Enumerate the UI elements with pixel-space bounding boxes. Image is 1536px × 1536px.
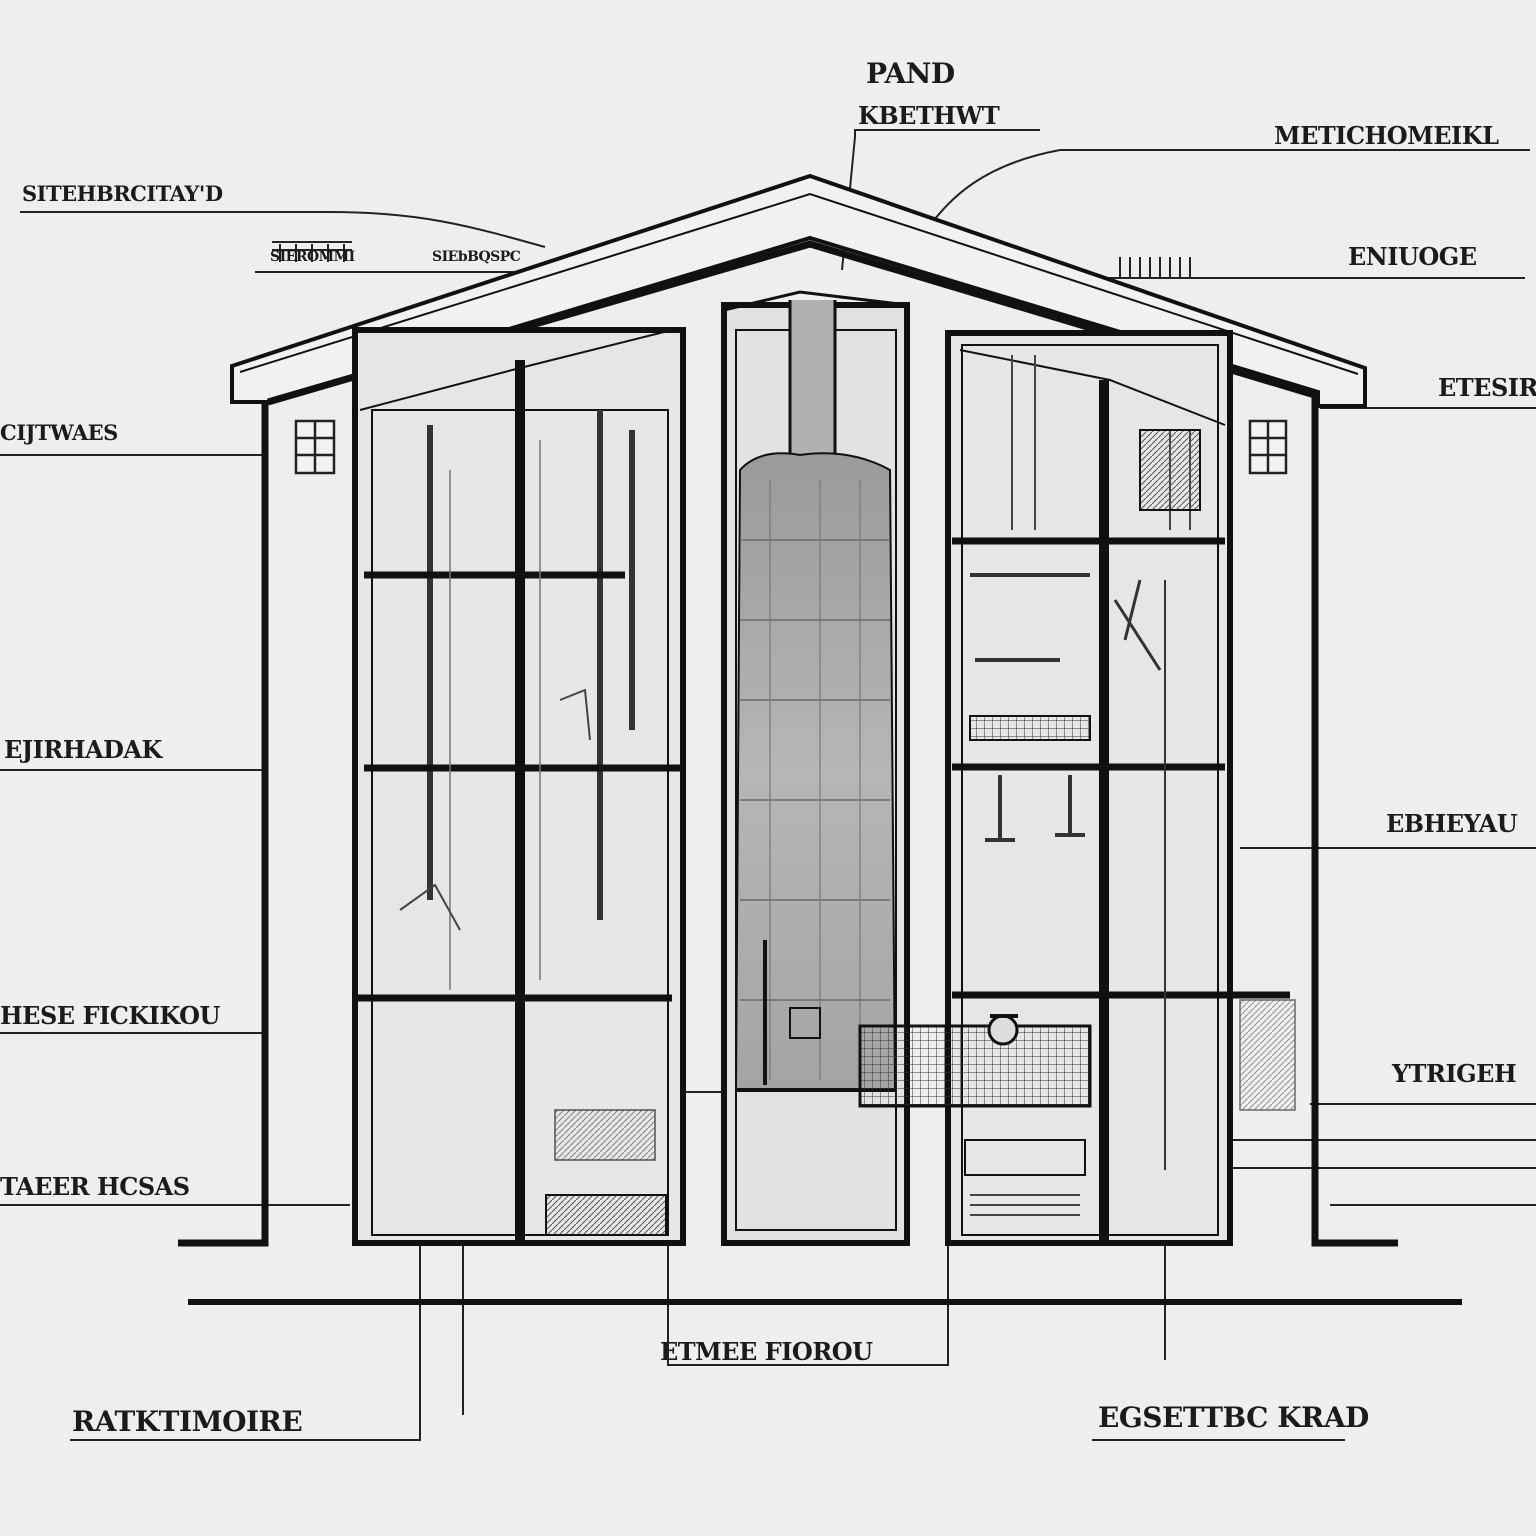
label-right-2: EBHEYAU: [1386, 809, 1518, 838]
label-left-4: TAEER HCSAS: [0, 1172, 190, 1201]
label-bottom-center: ETMEE FIOROU: [660, 1337, 873, 1366]
label-left-3: HESE FICKIKOU: [0, 1001, 220, 1030]
mechanical-cage: [858, 1014, 1092, 1108]
label-top-left: SITEHBRCITAY'D: [22, 181, 223, 206]
label-bottom-left: RATKTIMOIRE: [72, 1405, 303, 1438]
label-left-2: EJIRHADAK: [4, 735, 162, 764]
label-top-center-2: KBETHWT: [858, 101, 1000, 130]
label-roof-right: ENIUOGE: [1348, 242, 1477, 271]
label-roof-left-a: SIEROMMI: [270, 249, 355, 265]
left-window-bay: [352, 327, 686, 1246]
roof-detail-marks: [272, 241, 1191, 277]
label-top-right: METICHOMEIKL: [1274, 121, 1499, 150]
label-right-3: YTRIGEH: [1392, 1059, 1517, 1088]
label-right-1: ETESIR: [1438, 373, 1536, 402]
wall-vents: [294, 419, 1288, 475]
label-left-1: CIJTWAES: [0, 420, 118, 445]
outer-walls: [178, 398, 1398, 1247]
label-bottom-right: EGSETTBC KRAD: [1098, 1401, 1369, 1434]
label-top-center-1: PAND: [866, 57, 955, 90]
label-roof-left-b: SIEbBQSPC: [432, 249, 521, 265]
